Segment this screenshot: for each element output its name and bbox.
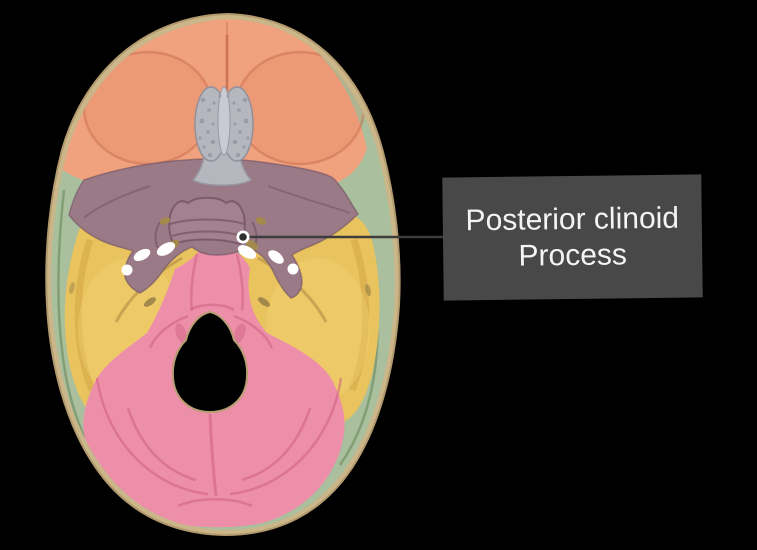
annotation-point-marker[interactable] — [236, 230, 250, 244]
acoustic-meatus-openings — [69, 282, 371, 307]
sphenoid-wing-ridges — [83, 185, 351, 219]
label-line-1: Posterior clinoid — [465, 202, 679, 238]
occipital-ridge-lines — [95, 253, 343, 508]
cribriform-plate — [191, 86, 254, 186]
label-line-2: Process — [518, 238, 627, 272]
annotation-label-box[interactable]: Posterior clinoid Process — [442, 174, 703, 301]
cribriform-stipple-dots — [198, 94, 250, 157]
crista-galli — [217, 86, 231, 156]
condylar-grooves — [175, 323, 246, 343]
foramen-magnum — [171, 310, 249, 414]
cranial-foramina — [121, 242, 299, 276]
label-box-rect[interactable] — [442, 174, 703, 301]
